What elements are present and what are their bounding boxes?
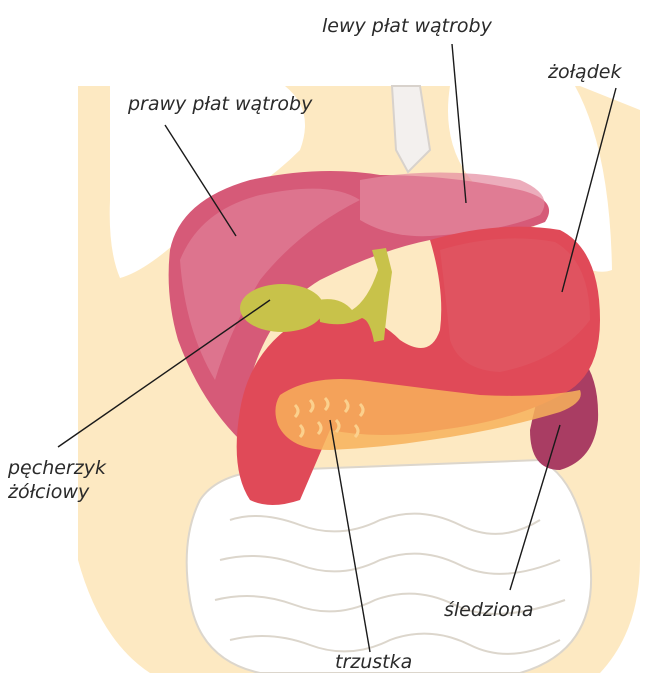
label-gallbladder-line2: żółciowy xyxy=(8,480,106,504)
label-pancreas: trzustka xyxy=(335,650,412,674)
label-gallbladder-line1: pęcherzyk xyxy=(8,456,106,480)
label-left-liver-lobe: lewy płat wątroby xyxy=(322,14,492,38)
label-stomach: żołądek xyxy=(548,60,621,84)
label-gallbladder: pęcherzyk żółciowy xyxy=(8,456,106,504)
label-spleen: śledziona xyxy=(444,598,534,622)
label-right-liver-lobe: prawy płat wątroby xyxy=(128,92,312,116)
